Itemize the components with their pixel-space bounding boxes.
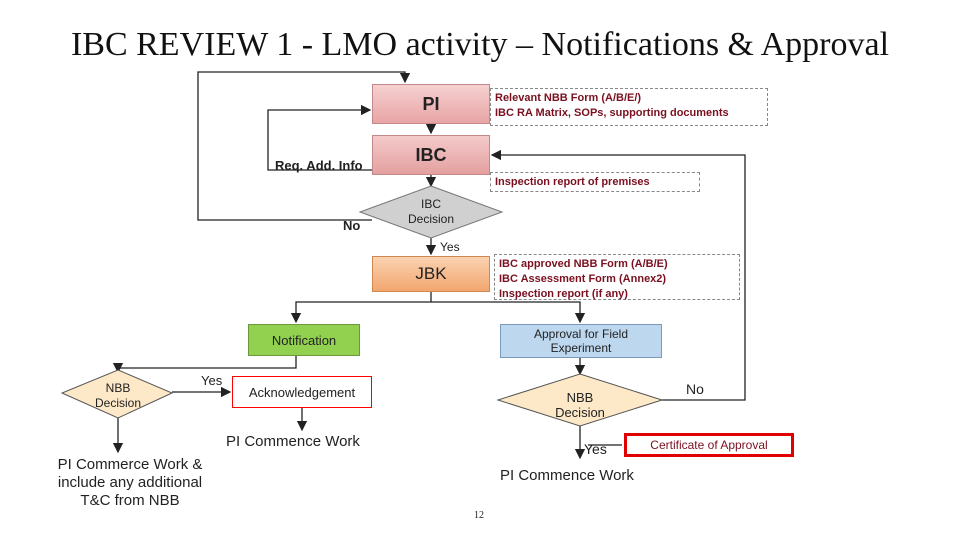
- nbb-decision-right-text: NBB Decision: [536, 390, 624, 420]
- connector-no-loop: [197, 71, 411, 221]
- connector-nbb-no-loop: [490, 149, 746, 401]
- acknowledgement-box: Acknowledgement: [232, 376, 372, 408]
- nbb-right-yes-label: Yes: [584, 441, 607, 457]
- pi-commerce-line-1: PI Commerce Work &: [57, 456, 203, 473]
- certificate-of-approval: Certificate of Approval: [624, 433, 794, 457]
- approval-line-1: Approval for Field: [533, 327, 629, 341]
- ibc-box: IBC: [372, 135, 490, 175]
- connector-split-left: [290, 301, 431, 324]
- ibc-decision-diamond: [358, 185, 504, 239]
- pi-commence-work-right: PI Commence Work: [500, 467, 634, 484]
- notification-box: Notification: [248, 324, 360, 356]
- nbb-decision-right-diamond: [496, 373, 664, 427]
- connector-split-right: [431, 301, 586, 324]
- pi-commerce-line-3: T&C from NBB: [80, 492, 180, 509]
- jbk-box: JBK: [372, 256, 490, 292]
- nbb-left-line-2: Decision: [94, 396, 142, 410]
- jbk-note-line-3: Inspection report (if any): [499, 288, 628, 300]
- ibc-yes-label: Yes: [440, 240, 460, 254]
- connector-notif-nbb: [112, 356, 297, 374]
- pi-commence-work-mid: PI Commence Work: [226, 433, 360, 450]
- pi-box: PI: [372, 84, 490, 124]
- req-add-info-label: Req. Add. Info: [275, 158, 363, 173]
- connector-req-add-info: [267, 104, 372, 171]
- jbk-documents-note: IBC approved NBB Form (A/B/E) IBC Assess…: [494, 254, 740, 300]
- ibc-decision-text: IBC Decision: [396, 197, 466, 227]
- slide-title: IBC REVIEW 1 - LMO activity – Notificati…: [70, 26, 890, 63]
- ibc-decision-line-1: IBC: [420, 197, 441, 211]
- pi-note-line-2: IBC RA Matrix, SOPs, supporting document…: [495, 107, 729, 119]
- pi-commerce-work-left: PI Commerce Work & include any additiona…: [32, 456, 228, 510]
- inspection-note: Inspection report of premises: [490, 172, 700, 192]
- approval-field-experiment-box: Approval for Field Experiment: [500, 324, 662, 358]
- nbb-right-line-2: Decision: [555, 405, 605, 420]
- nbb-right-line-1: NBB: [566, 390, 594, 405]
- approval-line-2: Experiment: [550, 341, 612, 355]
- nbb-left-yes-label: Yes: [201, 373, 223, 388]
- nbb-right-no-label: No: [686, 381, 704, 397]
- ibc-decision-line-2: Decision: [407, 212, 455, 226]
- ibc-no-label: No: [343, 218, 361, 233]
- page-number: 12: [474, 510, 484, 521]
- pi-note-line-1: Relevant NBB Form (A/B/E/): [495, 92, 642, 104]
- jbk-note-line-2: IBC Assessment Form (Annex2): [499, 273, 667, 285]
- pi-commerce-line-2: include any additional: [57, 474, 203, 491]
- nbb-left-line-1: NBB: [105, 381, 131, 395]
- pi-documents-note: Relevant NBB Form (A/B/E/) IBC RA Matrix…: [490, 88, 768, 126]
- nbb-decision-left-text: NBB Decision: [78, 381, 158, 411]
- jbk-note-line-1: IBC approved NBB Form (A/B/E): [499, 258, 668, 270]
- nbb-decision-left-diamond: [60, 369, 174, 419]
